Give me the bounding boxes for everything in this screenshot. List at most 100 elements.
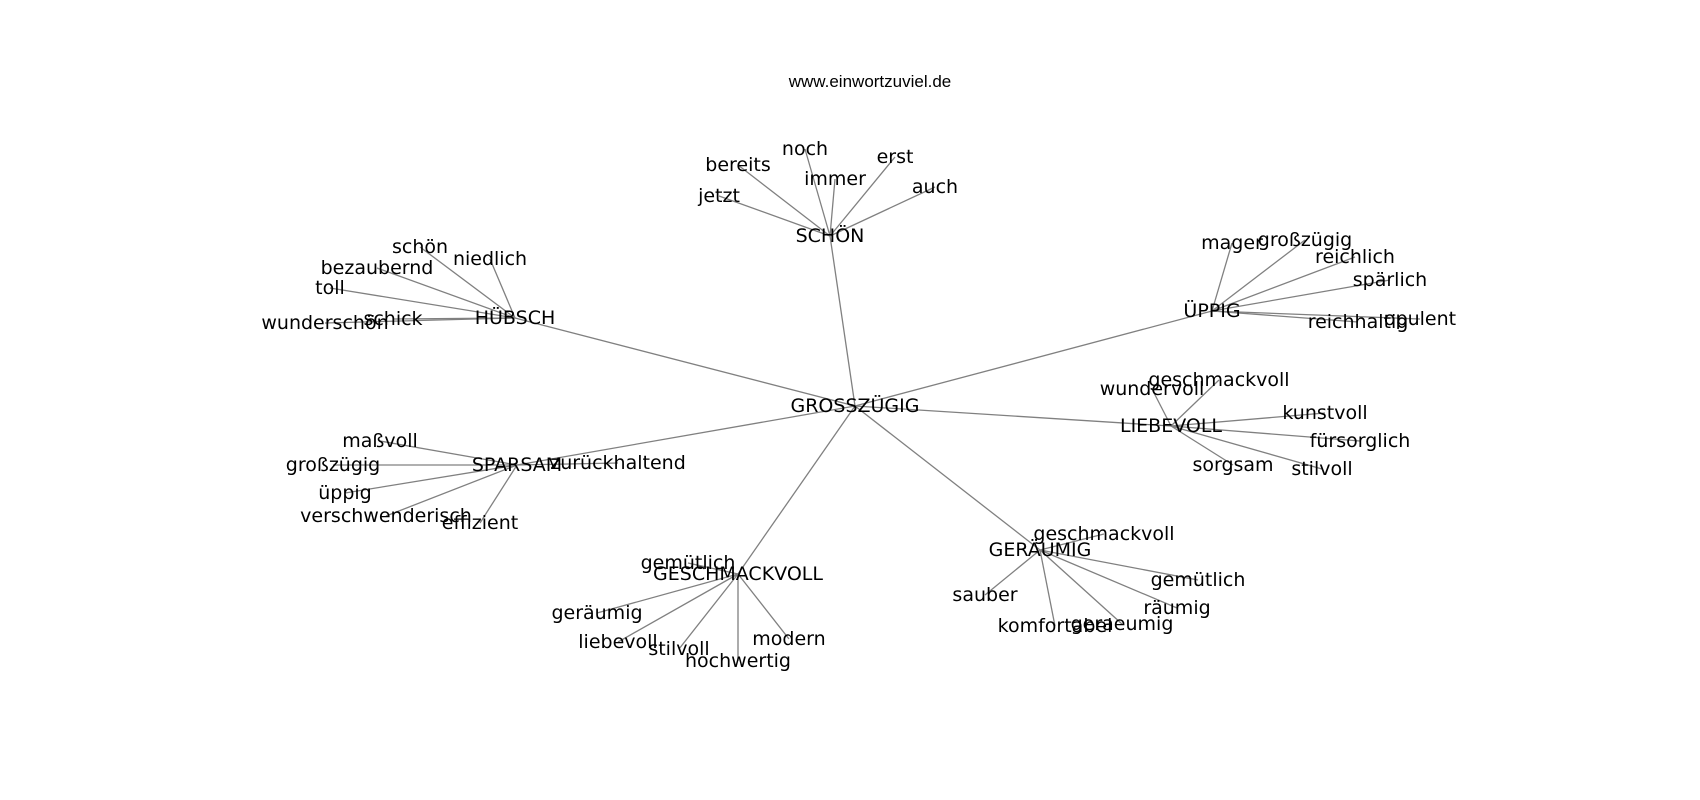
- word-node: geräumig: [551, 602, 642, 624]
- word-node: mager: [1201, 232, 1263, 254]
- word-node: geraeumig: [1071, 613, 1174, 635]
- edge-hub-to-word: [419, 246, 516, 319]
- word-node: effizient: [442, 512, 519, 534]
- edge-hub-to-word: [376, 267, 516, 319]
- labels-layer: GROSSZÜGIG SCHÖN bereits noch immer erst jetzt…: [261, 138, 1456, 672]
- edge-hub-to-word: [1211, 256, 1356, 312]
- word-node: reichlich: [1315, 246, 1395, 268]
- edge-hub-to-word: [1039, 549, 1123, 625]
- edge-hub-to-word: [804, 148, 831, 237]
- word-node: üppig: [318, 482, 372, 504]
- word-node: wunderschön: [261, 312, 388, 334]
- word-node: wundervoll: [1100, 378, 1205, 400]
- word-node: schön: [392, 236, 448, 258]
- edge-hub-to-word: [479, 464, 518, 524]
- edge-hub-to-word: [385, 464, 518, 517]
- edges-layer: [324, 148, 1421, 661]
- edge-hub-to-word: [1170, 412, 1326, 427]
- word-node: bereits: [705, 154, 770, 176]
- edge-hub-to-word: [984, 549, 1041, 596]
- word-node: komfortabel: [998, 615, 1113, 637]
- word-node: sorgsam: [1192, 454, 1273, 476]
- hub-node: GERÄUMIG: [989, 538, 1092, 561]
- edge-hub-to-word: [829, 156, 896, 237]
- edge-hub-to-word: [1170, 425, 1234, 466]
- edge-hub-to-word: [379, 440, 518, 466]
- hub-node: SPARSAM: [472, 454, 562, 476]
- word-node: stilvoll: [648, 638, 709, 660]
- edge-hub-to-word: [1170, 425, 1323, 470]
- edge-hub-to-word: [392, 317, 516, 320]
- hub-node: GESCHMACKVOLL: [653, 563, 823, 585]
- edge-hub-to-word: [1039, 549, 1178, 609]
- edge-hub-to-word: [737, 573, 790, 640]
- word-node: gemütlich: [641, 552, 736, 574]
- word-node: reichhaltig: [1308, 311, 1409, 333]
- word-node: liebevoll: [578, 631, 657, 653]
- word-node: modern: [752, 628, 825, 650]
- edge-hub-to-word: [1170, 425, 1361, 442]
- edge-center-to-hub: [737, 405, 856, 575]
- word-node: hochwertig: [685, 650, 791, 672]
- edge-center-to-hub: [854, 310, 1213, 407]
- edge-center-to-hub: [854, 405, 1041, 551]
- word-node: räumig: [1143, 597, 1210, 619]
- word-node: zurückhaltend: [550, 452, 686, 474]
- word-node: opulent: [1384, 308, 1456, 330]
- word-node: fürsorglich: [1310, 430, 1411, 452]
- word-node: sauber: [952, 584, 1017, 606]
- edge-hub-to-word: [1211, 242, 1233, 312]
- edge-hub-to-word: [329, 287, 516, 319]
- edge-center-to-hub: [514, 317, 856, 407]
- word-node: großzügig: [286, 454, 380, 476]
- edge-hub-to-word: [1170, 379, 1220, 427]
- word-node: großzügig: [1258, 229, 1352, 251]
- edge-hub-to-word: [1039, 549, 1199, 581]
- edge-hub-to-word: [617, 573, 739, 643]
- center-node: GROSSZÜGIG: [791, 394, 920, 417]
- edge-hub-to-word: [829, 186, 936, 237]
- edge-hub-to-word: [344, 464, 518, 494]
- edge-hub-to-word: [1211, 310, 1421, 320]
- edge-hub-to-word: [829, 178, 836, 237]
- edge-hub-to-word: [1151, 388, 1172, 427]
- edge-hub-to-word: [1039, 533, 1105, 551]
- edge-hub-to-word: [516, 462, 619, 466]
- hub-node: ÜPPIG: [1183, 299, 1240, 322]
- word-node: toll: [315, 277, 345, 299]
- edge-hub-to-word: [1211, 279, 1391, 312]
- edge-hub-to-word: [1211, 239, 1306, 312]
- word-node: jetzt: [697, 185, 740, 207]
- edge-hub-to-word: [718, 195, 831, 237]
- word-node: erst: [877, 146, 914, 168]
- edge-center-to-hub: [516, 405, 856, 466]
- word-node: gemütlich: [1151, 569, 1246, 591]
- edge-hub-to-word: [1039, 549, 1056, 627]
- word-node: kunstvoll: [1282, 402, 1367, 424]
- edge-center-to-hub: [854, 405, 1172, 427]
- edge-hub-to-word: [489, 258, 516, 319]
- word-node: maßvoll: [342, 430, 418, 452]
- word-node: schick: [363, 308, 422, 330]
- hub-node: LIEBEVOLL: [1120, 415, 1222, 437]
- hub-node: SCHÖN: [796, 224, 865, 247]
- word-node: auch: [912, 176, 958, 198]
- word-node: niedlich: [453, 248, 527, 270]
- word-node: geschmackvoll: [1148, 369, 1289, 391]
- edge-center-to-hub: [829, 235, 856, 407]
- word-node: verschwenderisch: [300, 505, 472, 527]
- word-node: stilvoll: [1291, 458, 1352, 480]
- edge-hub-to-word: [737, 164, 831, 237]
- word-node: geschmackvoll: [1033, 523, 1174, 545]
- word-node: immer: [804, 168, 866, 190]
- word-node: noch: [782, 138, 828, 160]
- edge-hub-to-word: [596, 573, 739, 614]
- hub-node: HÜBSCH: [475, 306, 556, 329]
- edge-hub-to-word: [678, 573, 739, 650]
- word-node: spärlich: [1353, 269, 1427, 291]
- edge-hub-to-word: [687, 562, 739, 575]
- edge-hub-to-word: [1211, 310, 1359, 323]
- source-label: www.einwortzuviel.de: [788, 72, 952, 91]
- word-node: bezaubernd: [321, 257, 434, 279]
